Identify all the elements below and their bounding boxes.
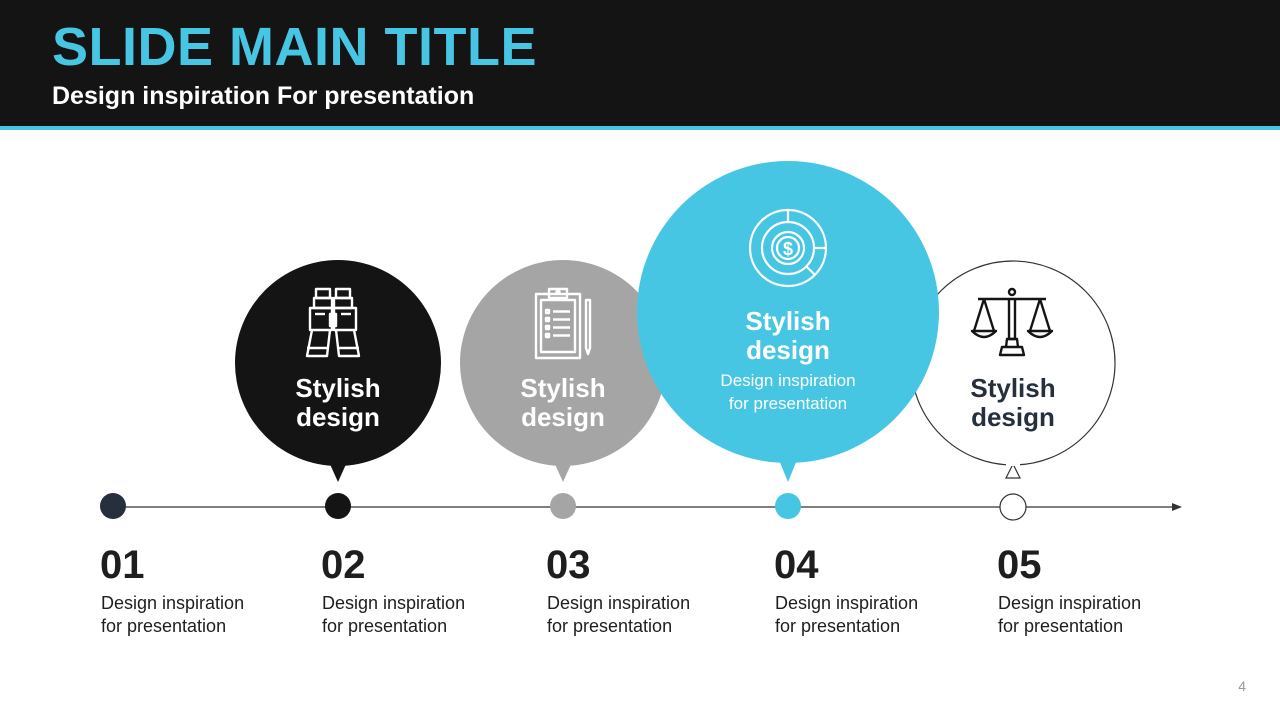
header-accent-rule: [0, 126, 1280, 130]
step-4-desc-line1: Design inspiration: [775, 593, 919, 613]
header-bar: [0, 0, 1280, 126]
step-3-number: 03: [546, 543, 591, 587]
bubble-3-label-line2: design: [521, 402, 605, 432]
svg-text:$: $: [783, 239, 793, 259]
step-5-description: Design inspiration for presentation: [998, 592, 1141, 638]
bubble-4-desc-line2: for presentation: [728, 394, 848, 413]
bubble-5-label: Stylish design: [933, 374, 1093, 432]
bubble-3-pointer: [554, 462, 572, 482]
dollar-chart-icon: $: [748, 208, 828, 288]
timeline-dot-3: [550, 493, 576, 519]
step-1-desc-line1: Design inspiration: [101, 593, 245, 613]
timeline-arrowhead: [1172, 503, 1182, 511]
step-3-description: Design inspiration for presentation: [547, 592, 690, 638]
bubble-4-label-line1: Stylish: [745, 306, 831, 336]
step-2-description: Design inspiration for presentation: [322, 592, 465, 638]
step-3-desc-line2: for presentation: [547, 616, 673, 636]
slide-title: SLIDE MAIN TITLE: [52, 17, 537, 77]
timeline-dot-1: [100, 493, 126, 519]
scales-icon: [970, 287, 1054, 357]
bubble-2: [235, 260, 441, 466]
step-5-number: 05: [997, 543, 1042, 587]
step-2-desc-line2: for presentation: [322, 616, 448, 636]
bubble-2-label-line1: Stylish: [295, 373, 381, 403]
bubble-2-label: Stylish design: [258, 374, 418, 432]
step-4-number: 04: [774, 543, 819, 587]
step-4-description: Design inspiration for presentation: [775, 592, 918, 638]
bubble-3: [460, 260, 666, 466]
bubble-4-pointer: [779, 460, 797, 482]
clipboard-icon: [534, 287, 592, 360]
bubble-4-description: Design inspiration for presentation: [688, 369, 888, 415]
bubble-4-label: Stylish design: [698, 307, 878, 365]
bubble-4-desc-line1: Design inspiration: [720, 371, 856, 390]
bubble-3-label-line1: Stylish: [520, 373, 606, 403]
step-2-desc-line1: Design inspiration: [322, 593, 466, 613]
bubble-5-label-line2: design: [971, 402, 1055, 432]
step-1-desc-line2: for presentation: [101, 616, 227, 636]
step-4-desc-line2: for presentation: [775, 616, 901, 636]
bubble-5-label-line1: Stylish: [970, 373, 1056, 403]
bubble-4: [637, 161, 939, 463]
step-1-number: 01: [100, 543, 145, 587]
timeline-dot-2: [325, 493, 351, 519]
step-3-desc-line1: Design inspiration: [547, 593, 691, 613]
step-1-description: Design inspiration for presentation: [101, 592, 244, 638]
step-5-desc-line1: Design inspiration: [998, 593, 1142, 613]
bubble-2-label-line2: design: [296, 402, 380, 432]
step-2-number: 02: [321, 543, 366, 587]
timeline-dot-5: [999, 493, 1027, 521]
timeline-dot-4: [775, 493, 801, 519]
bubble-5-pointer: [1005, 462, 1021, 479]
binoculars-icon: [305, 287, 361, 358]
step-5-desc-line2: for presentation: [998, 616, 1124, 636]
bubble-2-pointer: [329, 462, 347, 482]
bubble-4-label-line2: design: [746, 335, 830, 365]
page-number: 4: [1238, 678, 1246, 694]
slide-subtitle: Design inspiration For presentation: [52, 82, 475, 110]
bubble-3-label: Stylish design: [483, 374, 643, 432]
